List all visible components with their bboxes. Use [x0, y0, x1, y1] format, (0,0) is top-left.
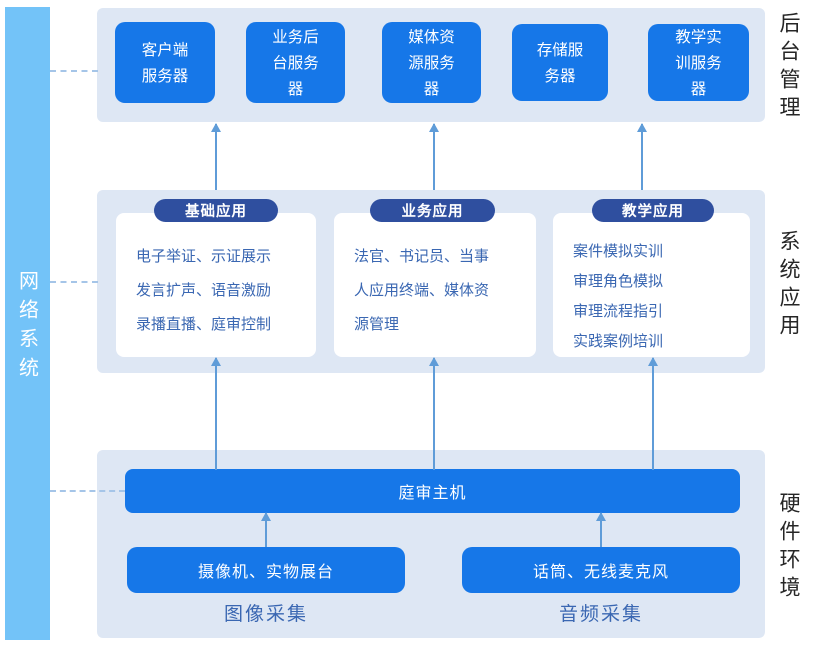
hardware-layer-label: 硬件环境	[777, 492, 801, 604]
dashed-connector-applications	[50, 281, 98, 283]
pill-basic-applications: 基础应用	[154, 199, 278, 222]
backend-layer-label: 后台管理	[777, 12, 801, 124]
pill-business-applications: 业务应用	[370, 199, 495, 222]
card-business-applications-text: 法官、书记员、当事 人应用终端、媒体资 源管理	[354, 247, 490, 333]
arrow-basic-to-backend	[211, 123, 221, 190]
server-box-client: 客户端 服务器	[115, 22, 215, 103]
card-teaching-applications-text: 案件模拟实训 审理角色模拟 审理流程指引 实践案例培训	[573, 242, 664, 350]
server-box-media-resource: 媒体资 源服务 器	[382, 22, 481, 103]
dashed-connector-hardware	[50, 490, 125, 492]
card-teaching-applications: 案件模拟实训 审理角色模拟 审理流程指引 实践案例培训	[553, 213, 750, 357]
server-box-storage: 存储服 务器	[512, 24, 608, 101]
arrow-host-to-basic	[211, 357, 221, 470]
device-box-camera: 摄像机、实物展台	[127, 547, 405, 593]
card-basic-applications: 电子举证、示证展示 发言扩声、语音激励 录播直播、庭审控制	[116, 213, 316, 357]
dashed-connector-backend	[50, 70, 98, 72]
arrow-teaching-to-backend	[637, 123, 647, 190]
pill-teaching-applications: 教学应用	[592, 199, 714, 222]
applications-layer-label: 系统应用	[777, 230, 801, 342]
server-box-teaching-training: 教学实 训服务 器	[648, 24, 749, 101]
arrow-business-to-backend	[429, 123, 439, 190]
arrow-host-to-teaching	[648, 357, 658, 470]
server-box-business-backend: 业务后 台服务 器	[246, 22, 345, 103]
caption-audio-capture: 音频采集	[558, 603, 643, 625]
arrow-host-to-business	[429, 357, 439, 470]
arrow-microphone-to-host	[596, 512, 606, 547]
network-system-label: 网络系统	[15, 270, 40, 386]
card-business-applications: 法官、书记员、当事 人应用终端、媒体资 源管理	[334, 213, 536, 357]
arrow-camera-to-host	[261, 512, 271, 547]
caption-image-capture: 图像采集	[223, 603, 308, 625]
device-box-microphone: 话筒、无线麦克风	[462, 547, 740, 593]
card-basic-applications-text: 电子举证、示证展示 发言扩声、语音激励 录播直播、庭审控制	[136, 247, 272, 333]
court-host-bar: 庭审主机	[125, 469, 740, 513]
network-system-bar: 网络系统	[5, 7, 50, 640]
